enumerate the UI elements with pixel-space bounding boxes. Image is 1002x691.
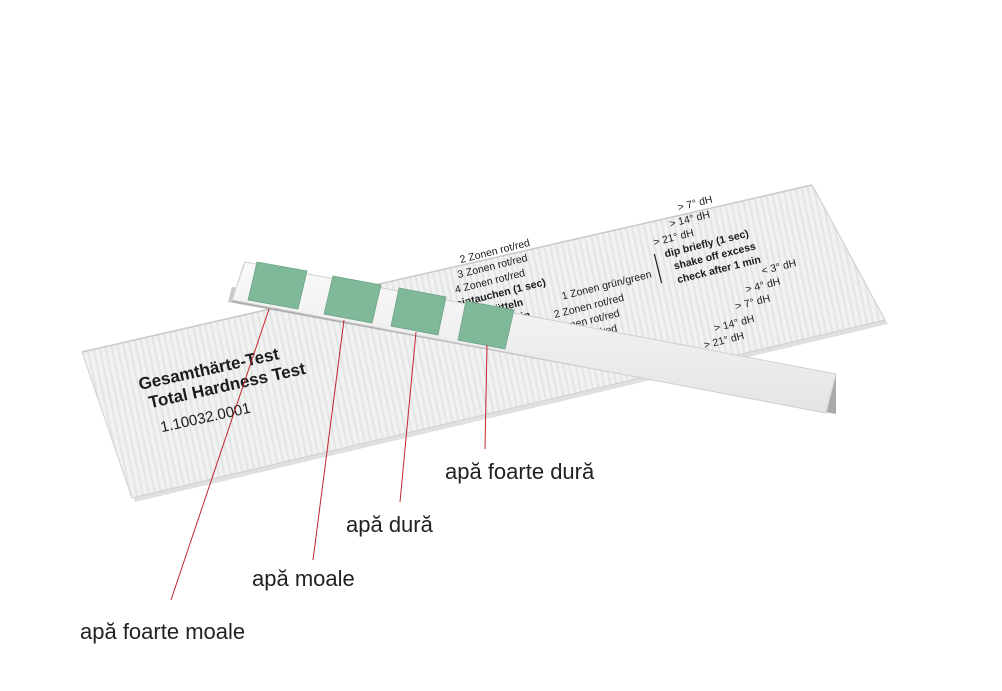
label-hard-water: apă dură [346,512,433,537]
leader-line [484,344,488,450]
reagent-pad [457,300,515,350]
leader-line [312,319,345,561]
label-very-soft-water: apă foarte moale [80,619,246,644]
leader-line [170,308,270,601]
leader-line [399,331,417,503]
test-strip [228,261,837,414]
reagent-pad [247,261,308,310]
label-soft-water: apă moale [252,566,355,591]
leader-lines [170,308,488,601]
reagent-pad [390,287,447,336]
reagent-pad [323,275,382,324]
label-very-hard-water: apă foarte dură [445,459,595,484]
